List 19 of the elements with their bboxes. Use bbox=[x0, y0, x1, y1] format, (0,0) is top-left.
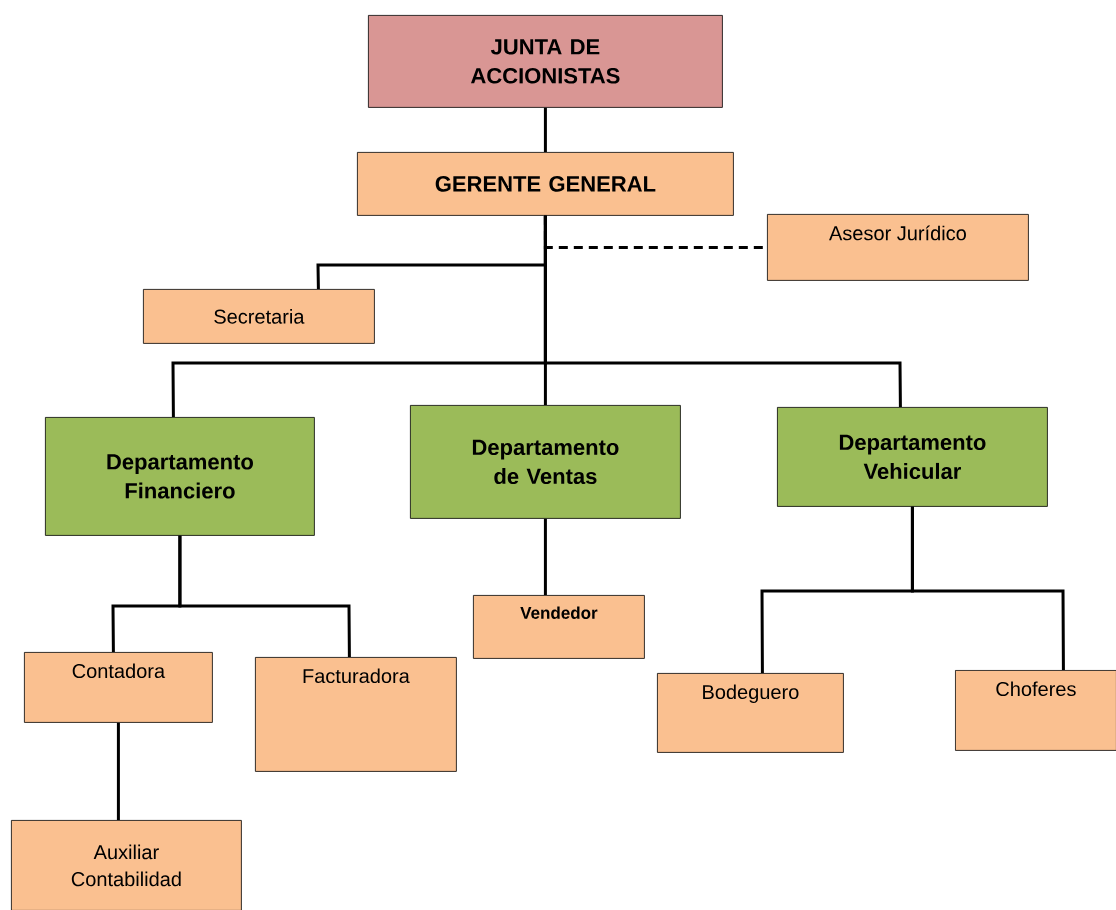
role-box: Asesor Jurídico bbox=[767, 214, 1029, 281]
department-box: Departamento Vehicular bbox=[777, 407, 1048, 507]
department-box: Departamento Financiero bbox=[45, 417, 315, 536]
connector-line bbox=[116, 722, 120, 820]
connector-line bbox=[543, 518, 547, 595]
connector-line bbox=[543, 215, 902, 408]
role-box: Secretaria bbox=[143, 289, 375, 344]
role-box: Bodeguero bbox=[657, 673, 844, 753]
manager-box: GERENTE GENERAL bbox=[357, 152, 734, 216]
connector-line bbox=[543, 107, 547, 152]
role-box: Vendedor bbox=[473, 595, 645, 659]
department-box: Departamento de Ventas bbox=[410, 405, 681, 519]
role-box: Choferes bbox=[955, 670, 1116, 751]
role-box: Facturadora bbox=[255, 657, 457, 772]
role-box: Contadora bbox=[24, 652, 213, 723]
connector-line bbox=[910, 506, 1065, 670]
role-box: Auxiliar Contabilidad bbox=[11, 820, 242, 910]
board-box: JUNTA DE ACCIONISTAS bbox=[368, 15, 723, 108]
connector-line bbox=[178, 535, 351, 657]
